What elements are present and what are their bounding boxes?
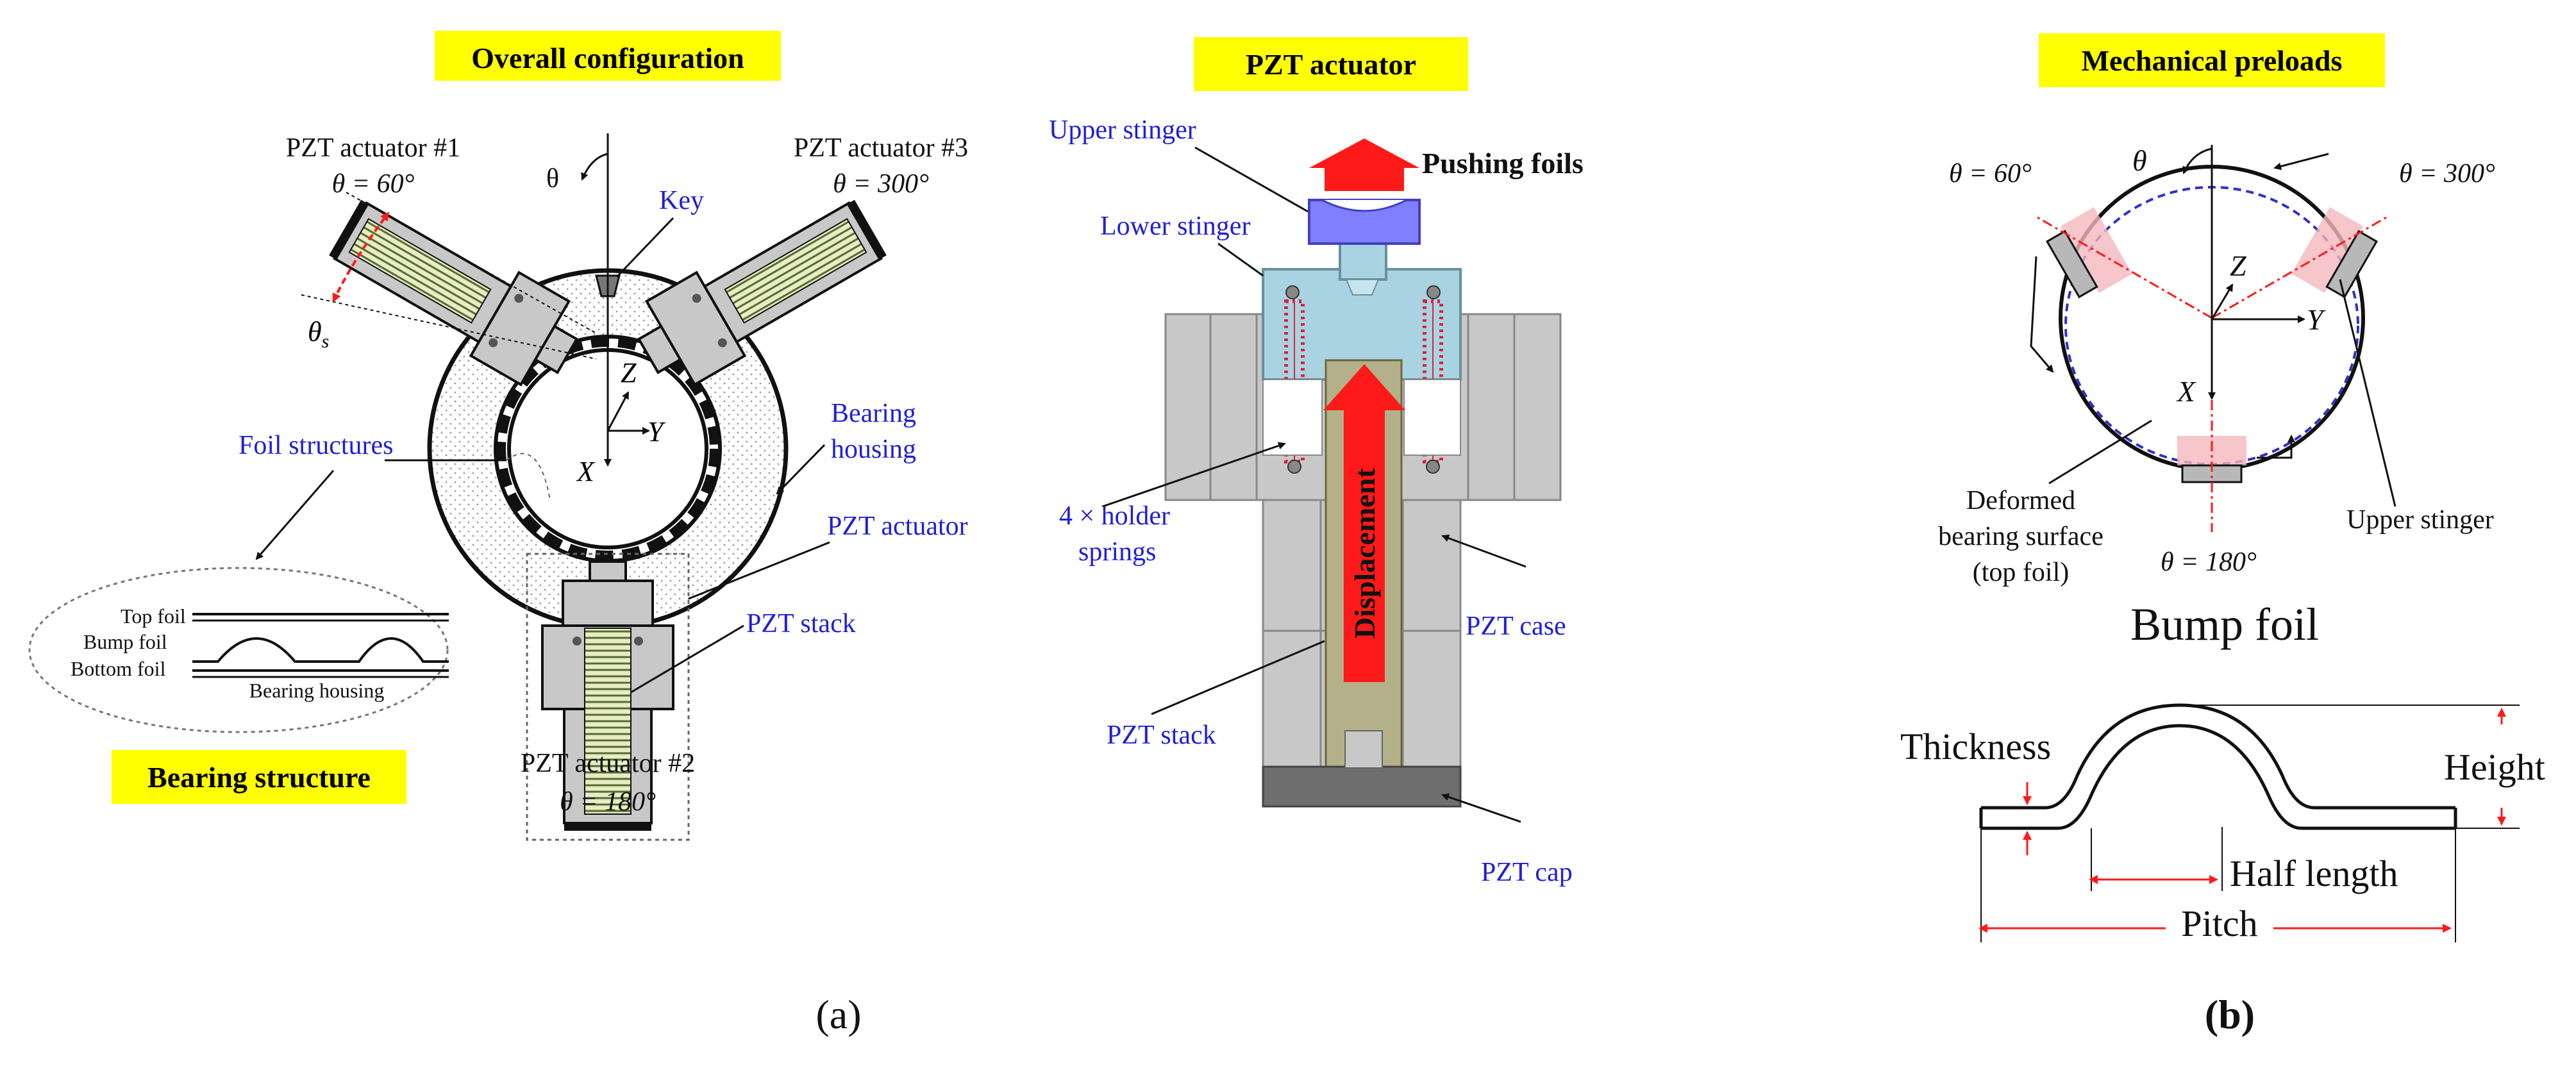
actuator-3-drawing bbox=[637, 199, 887, 387]
theta-rotation-b bbox=[2182, 147, 2212, 174]
panel-b-label: (b) bbox=[2205, 992, 2255, 1037]
pzt-stack-label: PZT stack bbox=[746, 609, 856, 638]
preloads-header-highlight bbox=[2039, 33, 2385, 87]
actuator-3-angle: θ = 300° bbox=[833, 169, 929, 199]
pzt-case-label: PZT case bbox=[1466, 612, 1566, 641]
deformed-label-2: bearing surface bbox=[1938, 522, 2103, 551]
pzt-cap-leader bbox=[1441, 793, 1521, 823]
preloads-header: Mechanical preloads bbox=[2082, 44, 2343, 77]
bearing-structure-highlight bbox=[112, 750, 406, 804]
bearing-structure-ellipse bbox=[28, 567, 449, 733]
stinger-300-callout bbox=[2273, 153, 2329, 171]
theta-s-arc bbox=[332, 212, 390, 303]
actuator-2-name: PZT actuator #2 bbox=[521, 749, 695, 778]
overall-header-highlight bbox=[435, 31, 781, 81]
angle-180-label: θ = 180° bbox=[2161, 547, 2257, 577]
holder-springs-label-1: 4 × holder bbox=[1059, 501, 1170, 531]
theta-rotation-arrow bbox=[581, 153, 608, 181]
overall-configuration-panel: Overall configuration θ Z X Y bbox=[28, 31, 968, 841]
actuator-2-angle: θ = 180° bbox=[560, 787, 656, 817]
displacement-arrow bbox=[1323, 364, 1405, 682]
foil-structures-label: Foil structures bbox=[238, 431, 393, 460]
actuator-header: PZT actuator bbox=[1246, 48, 1416, 81]
deformed-leader bbox=[2048, 419, 2152, 485]
bearing-housing-inner-label: Bearing housing bbox=[249, 679, 385, 702]
bearing-housing-label-2: housing bbox=[831, 435, 916, 464]
stinger-300 bbox=[2291, 207, 2379, 299]
stinger-60-callout bbox=[2030, 256, 2054, 373]
pitch-label: Pitch bbox=[2181, 903, 2257, 944]
axis-x-b-label: X bbox=[2176, 375, 2196, 408]
axis-y-label: Y bbox=[648, 416, 666, 447]
lower-stinger-label: Lower stinger bbox=[1100, 212, 1250, 241]
mechanical-preloads-panel: Mechanical preloads θ Z Y X θ = 6 bbox=[1938, 33, 2495, 587]
half-length-label: Half length bbox=[2230, 853, 2398, 894]
top-foil-label: Top foil bbox=[121, 605, 186, 628]
upper-stinger-b-leader bbox=[2339, 279, 2396, 507]
panel-a-label: (a) bbox=[815, 992, 861, 1037]
z-axis-arrow bbox=[606, 391, 630, 431]
theta-label: θ bbox=[546, 164, 559, 194]
pzt-stack-leader bbox=[630, 624, 744, 694]
foil-structures-dashed-curve bbox=[506, 453, 551, 501]
foil-structures-arrow bbox=[255, 470, 335, 560]
pzt-actuator-leader bbox=[688, 541, 830, 600]
radial-60 bbox=[2036, 215, 2212, 319]
stinger-180-callout bbox=[2257, 435, 2295, 459]
actuator-1-angle: θ = 60° bbox=[332, 169, 415, 199]
bump-profile-outer bbox=[1981, 703, 2455, 810]
bearing-housing-label-1: Bearing bbox=[831, 399, 916, 428]
actuator-1-name: PZT actuator #1 bbox=[286, 133, 460, 163]
angle-60-label: θ = 60° bbox=[1949, 159, 2032, 188]
height-label: Height bbox=[2444, 746, 2545, 788]
displacement-label: Displacement bbox=[1348, 468, 1381, 638]
radial-300 bbox=[2211, 215, 2388, 319]
axis-x-label: X bbox=[576, 456, 596, 487]
bump-foil-label: Bump foil bbox=[83, 630, 167, 653]
pzt-stack-actuator-label: PZT stack bbox=[1107, 721, 1216, 750]
actuator-header-highlight bbox=[1194, 37, 1468, 91]
theta-s-guide-2 bbox=[301, 294, 597, 360]
lower-stinger-leader bbox=[1217, 242, 1264, 277]
upper-stinger-leader bbox=[1194, 146, 1309, 213]
upper-stinger-b-label: Upper stinger bbox=[2346, 505, 2494, 535]
pushing-foils-label: Pushing foils bbox=[1422, 147, 1584, 179]
bump-foil-wave bbox=[192, 637, 449, 663]
pzt-actuator-label: PZT actuator bbox=[827, 512, 968, 541]
pzt-stack-actuator-leader bbox=[1151, 640, 1325, 715]
axis-y-b-label: Y bbox=[2307, 303, 2326, 336]
pzt-case-leader bbox=[1441, 534, 1526, 568]
overall-header: Overall configuration bbox=[471, 42, 744, 74]
bottom-foil-label: Bottom foil bbox=[71, 657, 166, 680]
deformed-label-3: (top foil) bbox=[1973, 558, 2069, 587]
key-label: Key bbox=[659, 186, 704, 215]
theta-s-label: θs bbox=[308, 316, 329, 352]
theta-b-label: θ bbox=[2132, 144, 2147, 177]
bearing-structure-label: Bearing structure bbox=[147, 761, 371, 794]
actuator-2-dashed-box bbox=[526, 553, 690, 841]
axis-z-label: Z bbox=[621, 357, 637, 388]
panel-b-label-text: (b) bbox=[2205, 992, 2255, 1037]
bump-foil-title: Bump foil bbox=[2130, 599, 2319, 650]
holder-springs-leader bbox=[1102, 442, 1286, 508]
stinger-60 bbox=[2045, 207, 2132, 299]
upper-stinger-label: Upper stinger bbox=[1049, 115, 1196, 145]
pzt-actuator-panel: PZT actuator bbox=[1049, 37, 1584, 887]
z-axis-b bbox=[2211, 283, 2234, 320]
deformed-label-1: Deformed bbox=[1966, 486, 2075, 515]
bump-foil-panel: Bump foil Thickness Height Half length P… bbox=[1900, 599, 2545, 944]
key-leader bbox=[615, 217, 674, 278]
axis-z-b-label: Z bbox=[2230, 249, 2246, 282]
bearing-housing-leader bbox=[776, 444, 826, 495]
thickness-label: Thickness bbox=[1900, 726, 2051, 767]
bump-profile-inner bbox=[1981, 724, 2455, 830]
pzt-cap-shape bbox=[1262, 765, 1462, 808]
angle-300-label: θ = 300° bbox=[2399, 159, 2495, 188]
pzt-cap-label: PZT cap bbox=[1481, 858, 1573, 887]
actuator-3-name: PZT actuator #3 bbox=[794, 133, 968, 163]
pushing-arrow bbox=[1309, 138, 1419, 191]
actuator-2-drawing bbox=[541, 560, 674, 831]
holder-springs-label-2: springs bbox=[1078, 537, 1156, 567]
